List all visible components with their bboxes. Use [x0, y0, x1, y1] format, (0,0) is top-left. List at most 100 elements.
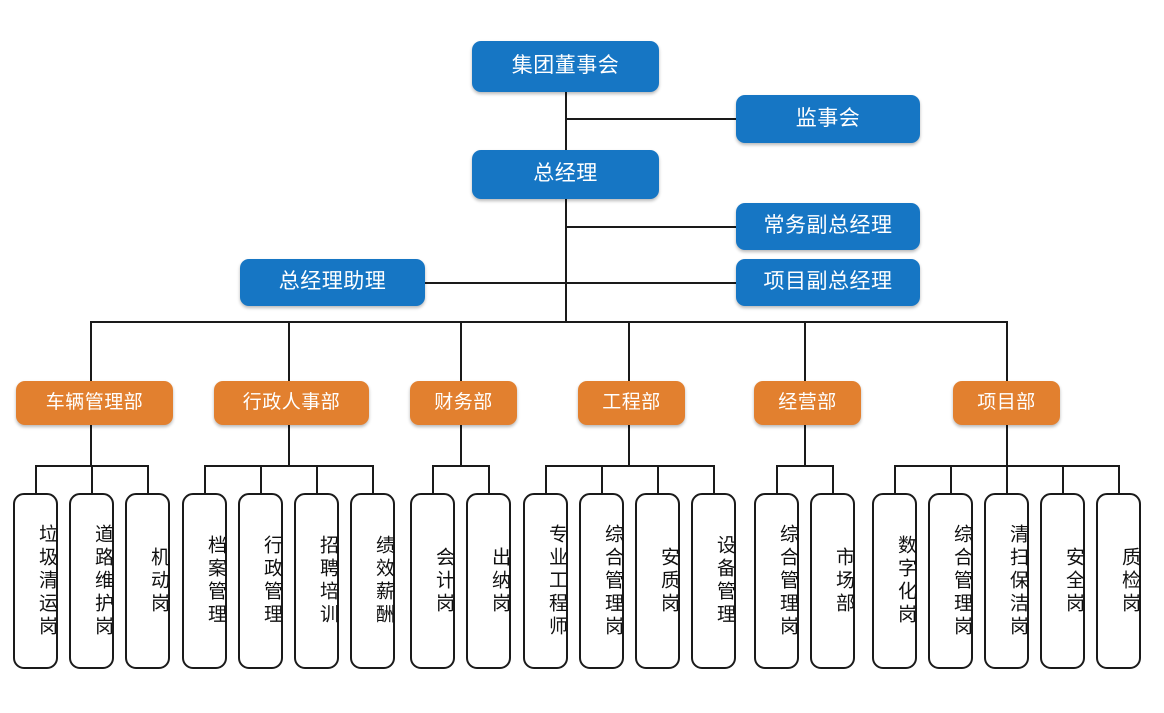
connector-bus-to-dept-4	[804, 321, 806, 381]
node-label: 常务副总经理	[763, 214, 893, 238]
leaf-stem-4-0	[776, 465, 778, 494]
connector-gm-to-project-deputy	[565, 282, 736, 284]
node-position-数字化岗[interactable]: 数字化岗	[872, 493, 917, 669]
node-position-道路维护岗[interactable]: 道路维护岗	[69, 493, 114, 669]
connector-bus-to-dept-2	[460, 321, 462, 381]
connector-bus-to-dept-3	[628, 321, 630, 381]
leaf-stem-1-0	[204, 465, 206, 494]
connector-dept-3-stem	[628, 425, 630, 466]
node-department-project[interactable]: 项目部	[953, 381, 1060, 425]
leaf-stem-0-1	[91, 465, 93, 494]
node-position-绩效薪酬[interactable]: 绩效薪酬	[350, 493, 395, 669]
leaf-stem-5-4	[1118, 465, 1120, 494]
node-label: 综合管理岗	[602, 523, 623, 639]
leaf-stem-3-1	[601, 465, 603, 494]
node-label: 清扫保洁岗	[1007, 523, 1028, 639]
connector-gm-trunk	[565, 198, 567, 322]
node-position-招聘培训[interactable]: 招聘培训	[294, 493, 339, 669]
node-label: 招聘培训	[317, 535, 338, 627]
leaf-stem-3-0	[545, 465, 547, 494]
connector-bus-to-dept-0	[90, 321, 92, 381]
leaf-stem-5-0	[894, 465, 896, 494]
connector-dept-0-stem	[90, 425, 92, 466]
node-label: 垃圾清运岗	[36, 523, 57, 639]
node-project-deputy-gm[interactable]: 项目副总经理	[736, 259, 920, 306]
node-position-机动岗[interactable]: 机动岗	[125, 493, 170, 669]
node-department-operations[interactable]: 经营部	[754, 381, 861, 425]
leaf-stem-2-0	[432, 465, 434, 494]
node-department-admin-hr[interactable]: 行政人事部	[214, 381, 369, 425]
leaf-stem-1-1	[260, 465, 262, 494]
node-supervisory-board[interactable]: 监事会	[736, 95, 920, 143]
leaf-stem-1-2	[316, 465, 318, 494]
connector-bus-to-dept-1	[288, 321, 290, 381]
node-label: 质检岗	[1119, 546, 1140, 616]
node-label: 行政人事部	[242, 392, 341, 414]
node-label: 项目部	[977, 392, 1036, 414]
node-label: 出纳岗	[489, 546, 510, 616]
leaf-stem-5-2	[1006, 465, 1008, 494]
node-general-manager[interactable]: 总经理	[472, 150, 659, 199]
node-position-市场部[interactable]: 市场部	[810, 493, 855, 669]
node-executive-deputy-gm[interactable]: 常务副总经理	[736, 203, 920, 250]
leaf-stem-0-0	[35, 465, 37, 494]
node-label: 工程部	[602, 392, 661, 414]
node-position-会计岗[interactable]: 会计岗	[410, 493, 455, 669]
node-label: 行政管理	[261, 535, 282, 627]
connector-bus-to-dept-5	[1006, 321, 1008, 381]
node-position-垃圾清运岗[interactable]: 垃圾清运岗	[13, 493, 58, 669]
node-position-综合管理岗-operations[interactable]: 综合管理岗	[754, 493, 799, 669]
node-position-出纳岗[interactable]: 出纳岗	[466, 493, 511, 669]
node-position-档案管理[interactable]: 档案管理	[182, 493, 227, 669]
node-position-质检岗[interactable]: 质检岗	[1096, 493, 1141, 669]
node-position-设备管理[interactable]: 设备管理	[691, 493, 736, 669]
node-gm-assistant[interactable]: 总经理助理	[240, 259, 425, 306]
leaf-stem-4-1	[832, 465, 834, 494]
sub-bus-2	[432, 465, 489, 467]
node-label: 集团董事会	[511, 54, 620, 78]
sub-bus-1	[204, 465, 373, 467]
leaf-stem-5-3	[1062, 465, 1064, 494]
connector-board-to-supervisory	[565, 118, 736, 120]
node-position-综合管理岗-project[interactable]: 综合管理岗	[928, 493, 973, 669]
leaf-stem-5-1	[950, 465, 952, 494]
node-label: 车辆管理部	[45, 392, 144, 414]
node-position-安质岗[interactable]: 安质岗	[635, 493, 680, 669]
node-position-行政管理[interactable]: 行政管理	[238, 493, 283, 669]
connector-gm-to-exec-deputy	[565, 226, 736, 228]
node-label: 监事会	[795, 106, 861, 130]
node-label: 市场部	[833, 546, 854, 616]
connector-board-to-gm	[565, 92, 567, 152]
node-department-engineering[interactable]: 工程部	[578, 381, 685, 425]
connector-dept-2-stem	[460, 425, 462, 466]
leaf-stem-2-1	[488, 465, 490, 494]
node-position-综合管理岗-engineering[interactable]: 综合管理岗	[579, 493, 624, 669]
department-bus	[90, 321, 1008, 323]
node-board-of-directors[interactable]: 集团董事会	[472, 41, 659, 92]
node-label: 总经理助理	[278, 270, 387, 294]
leaf-stem-3-2	[657, 465, 659, 494]
node-label: 综合管理岗	[777, 523, 798, 639]
node-label: 综合管理岗	[951, 523, 972, 639]
node-department-finance[interactable]: 财务部	[410, 381, 517, 425]
leaf-stem-3-3	[713, 465, 715, 494]
node-label: 项目副总经理	[763, 270, 893, 294]
node-label: 专业工程师	[546, 523, 567, 639]
connector-dept-5-stem	[1006, 425, 1008, 466]
node-position-专业工程师[interactable]: 专业工程师	[523, 493, 568, 669]
node-label: 绩效薪酬	[373, 535, 394, 627]
node-label: 设备管理	[714, 535, 735, 627]
node-label: 安全岗	[1063, 546, 1084, 616]
connector-dept-4-stem	[804, 425, 806, 466]
node-label: 道路维护岗	[92, 523, 113, 639]
leaf-stem-1-3	[372, 465, 374, 494]
node-label: 安质岗	[658, 546, 679, 616]
node-label: 经营部	[778, 392, 837, 414]
node-department-vehicle[interactable]: 车辆管理部	[16, 381, 173, 425]
node-position-清扫保洁岗[interactable]: 清扫保洁岗	[984, 493, 1029, 669]
node-label: 总经理	[533, 162, 598, 186]
node-position-安全岗[interactable]: 安全岗	[1040, 493, 1085, 669]
connector-dept-1-stem	[288, 425, 290, 466]
node-label: 机动岗	[148, 546, 169, 616]
